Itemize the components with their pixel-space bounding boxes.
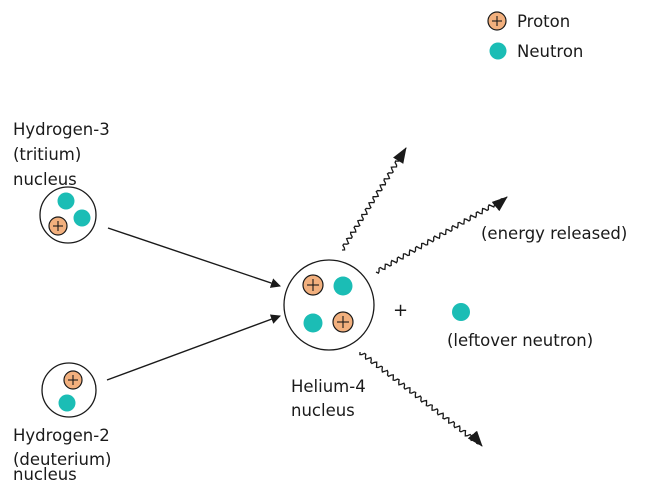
helium-nucleus [283,259,375,351]
leftover-neutron-label: (leftover neutron) [447,331,594,350]
leftover-neutron-icon [452,303,470,321]
proton-icon [302,274,324,296]
neutron-icon [73,209,91,227]
legend [487,11,507,60]
legend-proton-label: Proton [517,12,571,31]
energy-wave-arrow [359,351,483,447]
helium-label-line2: nucleus [291,401,355,420]
deuterium-label-line1: Hydrogen-2 [13,426,110,445]
neutron-icon [57,192,75,210]
proton-icon [63,370,83,390]
plus-sign: + [393,300,409,321]
proton-icon [48,216,68,236]
tritium-label-line1: Hydrogen-3 [13,120,110,139]
neutron-icon [303,313,323,333]
tritium-label-line2: (tritium) [13,145,82,164]
tritium-arrow [107,227,281,288]
tritium-nucleus [39,186,97,244]
deuterium-arrow [106,314,281,381]
tritium-label-line3: nucleus [13,170,77,189]
deuterium-label-line2: (deuterium) [13,450,112,469]
energy-released-label: (energy released) [481,224,628,243]
neutron-icon [333,276,353,296]
energy-wave-arrow [341,147,407,251]
neutron-icon [58,394,76,412]
deuterium-nucleus [41,362,97,418]
legend-neutron-icon [489,42,507,60]
proton-icon [332,311,354,333]
deuterium-label-line3: nucleus [13,465,77,484]
legend-neutron-label: Neutron [517,42,584,61]
legend-proton-icon [487,11,507,31]
energy-wave-arrow [375,196,508,274]
helium-label-line1: Helium-4 [291,377,366,396]
